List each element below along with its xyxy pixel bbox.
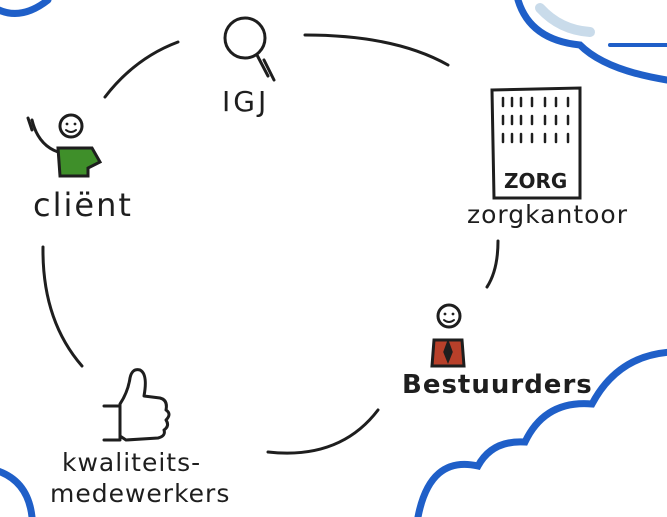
cloud-top-right-fill: [535, 3, 595, 37]
arc-igj-zorgkantoor: [303, 33, 450, 67]
arc-kwaliteits-client: [41, 245, 84, 368]
arc-bestuurders-kwaliteits: [266, 408, 380, 455]
cloud-bottom-right: [414, 348, 667, 517]
cycle-arcs: [41, 33, 500, 455]
igj-label: IGJ: [222, 85, 269, 118]
bestuurders-label: Bestuurders: [402, 370, 593, 400]
building-windows: [501, 96, 570, 144]
zorg-sign-label: ZORG: [504, 169, 567, 193]
cloud-top-left: [0, 0, 52, 17]
client-label: cliënt: [33, 186, 133, 224]
medewerkers-label: medewerkers: [50, 479, 230, 508]
arc-zorgkantoor-bestuurders: [485, 239, 500, 289]
waving-person-icon: [26, 113, 103, 178]
person-with-tie-icon: [430, 303, 466, 368]
magnifier-icon: [223, 16, 276, 82]
zorgkantoor-label: zorgkantoor: [467, 200, 628, 229]
thumbs-up-icon: [102, 368, 171, 442]
kwaliteits-label: kwaliteits-: [62, 448, 201, 477]
arc-client-igj: [103, 40, 180, 99]
office-building-icon: [490, 86, 582, 200]
cloud-bottom-left: [0, 468, 36, 517]
